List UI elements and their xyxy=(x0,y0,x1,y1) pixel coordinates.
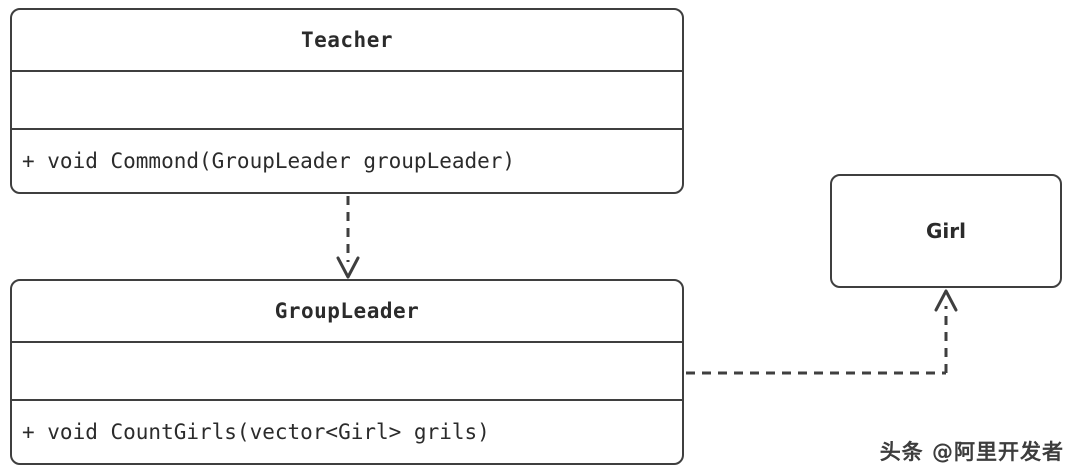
class-title-teacher: Teacher xyxy=(300,28,393,52)
relation-groupleader-to-girl xyxy=(686,289,958,375)
class-attributes-teacher xyxy=(12,70,682,128)
class-title-girl: Girl xyxy=(926,219,966,243)
class-method-groupleader-countgirls: + void CountGirls(vector<Girl> grils) xyxy=(12,399,682,463)
watermark-text: 头条 @阿里开发者 xyxy=(879,440,1064,464)
class-method-teacher-commond: + void Commond(GroupLeader groupLeader) xyxy=(12,128,682,192)
relation-teacher-to-groupleader xyxy=(336,196,360,279)
class-box-teacher[interactable]: Teacher + void Commond(GroupLeader group… xyxy=(10,8,684,194)
class-box-groupleader[interactable]: GroupLeader + void CountGirls(vector<Gir… xyxy=(10,279,684,465)
class-box-girl[interactable]: Girl xyxy=(830,174,1062,288)
class-attributes-groupleader xyxy=(12,341,682,399)
class-title-groupleader: GroupLeader xyxy=(274,299,420,323)
